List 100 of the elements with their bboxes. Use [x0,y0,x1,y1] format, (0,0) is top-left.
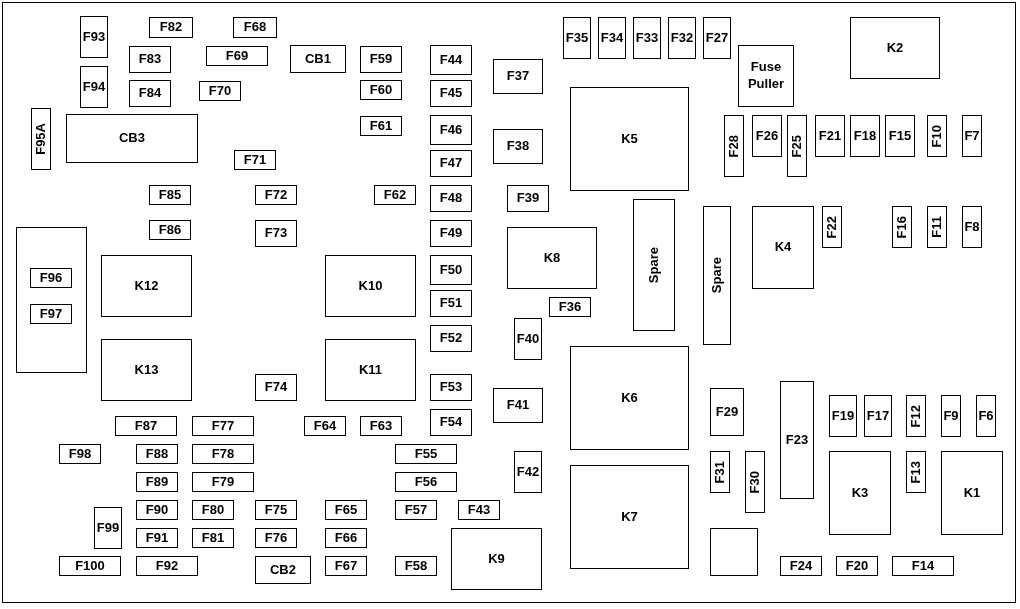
slot-outline [668,17,696,59]
slot-label: F35 [565,29,589,47]
slot-label: F71 [243,151,267,169]
slot-outline [149,17,193,38]
slot-label: F40 [516,330,540,348]
slot-outline [192,500,234,520]
slot-outline [829,451,891,535]
slot-outline [738,45,794,107]
slot-outline [395,556,437,576]
slot-outline [149,220,191,240]
slot-label: F43 [467,501,491,519]
slot-outline [430,374,472,401]
slot-label: F88 [145,445,169,463]
slot-outline [129,80,171,107]
slot-outline [962,206,982,248]
slot-outline [703,17,731,59]
slot-label: F61 [369,117,393,135]
slot-outline [255,374,297,401]
slot-label: F62 [383,186,407,204]
slot-label: F81 [201,529,225,547]
slot-label: F56 [414,473,438,491]
slot-outline [94,507,122,549]
slot-outline [290,45,346,73]
slot-label: F50 [439,261,463,279]
slot-outline [780,381,814,499]
slot-label: K10 [358,277,383,295]
slot-label: F83 [138,51,162,68]
slot-label: F17 [866,407,890,425]
slot-label: F97 [39,305,63,323]
slot-label: F14 [911,557,935,575]
slot-label: K6 [621,389,638,407]
slot-outline [906,451,926,493]
slot-outline [395,472,457,492]
slot-label: F93 [82,28,106,46]
slot-outline [822,206,842,248]
slot-outline [395,444,457,464]
slot-outline [514,318,542,360]
slot-label: F28 [725,134,742,158]
slot-label: F18 [853,127,877,145]
slot-label: F85 [158,186,182,204]
slot-label: F7 [964,127,980,145]
slot-outline [927,206,947,248]
slot-outline [325,339,416,401]
slot-outline [493,59,543,94]
slot-label: F19 [831,407,855,425]
slot-label: F86 [158,221,182,239]
slot-label: F67 [334,557,358,575]
slot-outline [451,528,542,590]
slot-label: F6 [978,407,994,425]
slot-label: F33 [635,29,659,47]
slot-outline [885,115,915,157]
slot-outline [430,220,472,247]
slot-label: F91 [145,529,169,547]
slot-outline [710,451,730,493]
slot-label: F58 [404,557,428,575]
slot-outline [255,220,297,247]
slot-outline [325,500,367,520]
slot-label: K5 [621,130,638,148]
slot-label: K3 [851,484,869,502]
slot-outline [864,395,892,437]
slot-outline [458,500,500,520]
slot-label: F94 [82,78,106,96]
slot-label: F45 [439,85,463,102]
slot-label: F63 [369,417,393,435]
slot-outline [430,115,472,145]
slot-label: F48 [439,190,463,207]
slot-label: K2 [886,39,904,57]
slot-outline [325,255,416,317]
slot-outline [829,395,857,437]
slot-outline [941,451,1003,535]
slot-outline [59,444,101,464]
slot-outline [507,185,549,212]
slot-outline [30,268,72,288]
slot-label: F89 [145,473,169,491]
slot-label: F92 [155,557,179,575]
slot-outline [941,395,961,437]
slot-label: F54 [439,414,463,431]
slot-label: F74 [264,379,288,396]
slot-label: F9 [943,407,959,425]
slot-outline [633,17,661,59]
slot-outline [325,528,367,548]
slot-label: F57 [404,501,428,519]
slot-outline [233,17,277,38]
slot-outline [136,500,178,520]
slot-outline [430,290,472,317]
slot-label: F47 [439,155,463,172]
slot-label: F31 [711,460,728,484]
slot-label: Spare [645,246,662,284]
slot-label: CB1 [305,50,331,68]
slot-label: F39 [516,190,540,207]
slot-label: F13 [907,460,924,484]
slot-outline [570,346,689,450]
slot-outline [850,17,940,79]
slot-outline [136,444,178,464]
slot-outline [80,66,108,108]
slot-label: F22 [823,215,840,239]
slot-label: F55 [414,445,438,463]
slot-label: K11 [358,361,383,379]
slot-label: F100 [75,557,105,575]
slot-label: F16 [893,215,910,239]
